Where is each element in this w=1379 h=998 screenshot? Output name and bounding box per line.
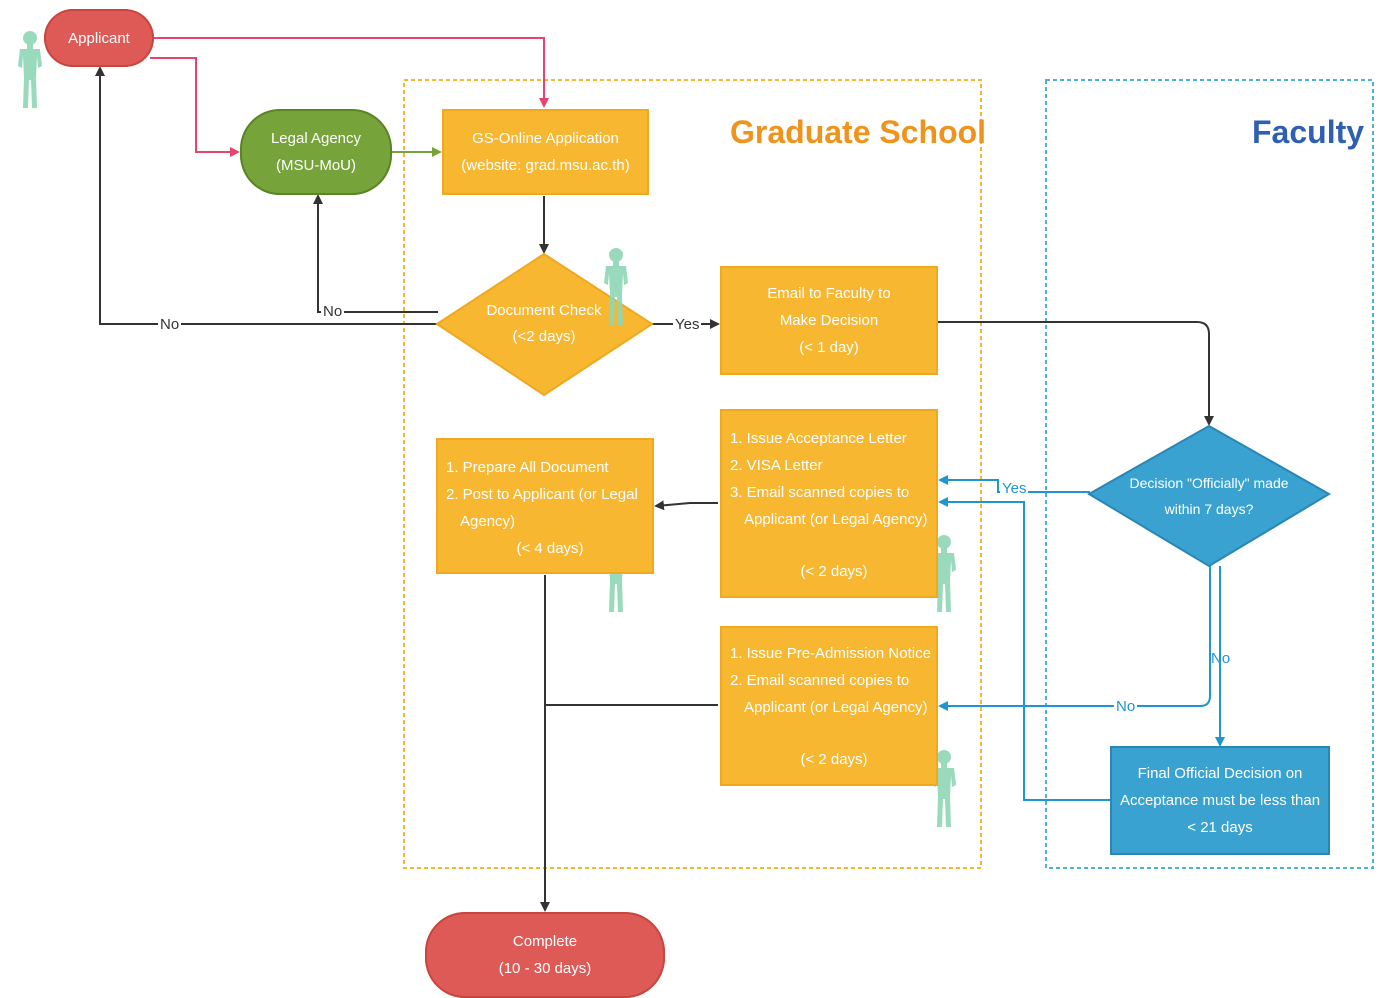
edge-label-no-pre: No [1114,698,1138,716]
pre-admission-line-1: 1. Issue Pre-Admission Notice [730,645,931,662]
final-decision-line-1: Final Official Decision on [1137,765,1303,782]
pre-admission-line-2: 2. Email scanned copies to [730,672,910,689]
legal-agency-line-2: (MSU-MoU) [276,157,356,174]
gs-online-node[interactable]: GS-Online Application (website: grad.msu… [442,109,649,195]
pre-admission-node[interactable]: 1. Issue Pre-Admission Notice 2. Email s… [720,626,938,786]
prepare-docs-line-3: Agency) [460,513,516,530]
arrow-decision-yes-to-acceptance [938,475,1090,493]
edge-label-no-legal: No [321,303,345,321]
graduate-school-title: Graduate School [730,114,987,150]
applicant-node[interactable]: Applicant [44,9,154,67]
arrow-acceptance-to-prepare [654,500,718,511]
prepare-docs-line-1: 1. Prepare All Document [446,459,609,476]
edge-label-no-applicant: No [158,316,182,334]
document-check-label: Document Check (<2 days) [474,298,614,350]
prepare-docs-duration: (< 4 days) [516,540,584,557]
gs-online-line-1: GS-Online Application [472,130,619,147]
faculty-title: Faculty [1252,114,1365,150]
pre-admission-line-3: Applicant (or Legal Agency) [744,699,928,716]
email-faculty-line-2: Make Decision [779,312,879,329]
gs-online-line-2: (website: grad.msu.ac.th) [461,157,630,174]
decision-label: Decision "Officially" made within 7 days… [1104,470,1314,522]
arrow-check-no-to-legal [313,194,438,313]
issue-acceptance-line-3: 3. Email scanned copies to [730,484,910,501]
arrow-applicant-to-legal [150,57,240,157]
decision-line-1: Decision "Officially" made [1129,475,1289,491]
final-decision-line-3: < 21 days [1187,819,1253,836]
legal-agency-line-1: Legal Agency [270,130,362,147]
email-faculty-line-1: Email to Faculty to [767,285,891,302]
edge-label-yes-email: Yes [673,316,702,334]
issue-acceptance-line-1: 1. Issue Acceptance Letter [730,430,907,447]
complete-line-2: (10 - 30 days) [498,960,592,977]
prepare-docs-line-2: 2. Post to Applicant (or Legal [446,486,638,503]
graduate-school-zone [403,79,982,869]
faculty-zone [1045,79,1374,869]
edge-label-no-down: No [1211,650,1231,667]
arrow-final-to-acceptance [938,497,1110,801]
complete-line-1: Complete [512,933,578,950]
decision-diamond [1087,424,1331,568]
email-faculty-node[interactable]: Email to Faculty to Make Decision (< 1 d… [720,266,938,375]
issue-acceptance-node[interactable]: 1. Issue Acceptance Letter 2. VISA Lette… [720,409,938,598]
decision-line-2: within 7 days? [1164,501,1254,517]
document-check-line-1: Document Check [486,302,602,319]
arrow-applicant-to-gs-online [150,37,549,108]
issue-acceptance-line-2: 2. VISA Letter [730,457,823,474]
prepare-docs-node[interactable]: 1. Prepare All Document 2. Post to Appli… [436,438,654,574]
complete-node[interactable]: Complete (10 - 30 days) [425,912,665,998]
issue-acceptance-duration: (< 2 days) [800,563,868,580]
arrow-email-to-decision [938,321,1214,426]
arrow-check-no-to-applicant [95,66,438,325]
final-decision-line-2: Acceptance must be less than [1119,792,1321,809]
arrow-decision-no-to-pre [938,566,1211,711]
edge-label-yes-acceptance: Yes [1000,480,1029,498]
applicant-label: Applicant [68,29,130,47]
document-check-line-2: (<2 days) [512,328,576,345]
document-check-diamond [435,252,654,397]
email-faculty-line-3: (< 1 day) [799,339,859,356]
final-decision-node[interactable]: Final Official Decision on Acceptance mu… [1110,746,1330,855]
pre-admission-duration: (< 2 days) [800,751,868,768]
legal-agency-node[interactable]: Legal Agency (MSU-MoU) [240,109,392,195]
issue-acceptance-line-4: Applicant (or Legal Agency) [744,511,928,528]
